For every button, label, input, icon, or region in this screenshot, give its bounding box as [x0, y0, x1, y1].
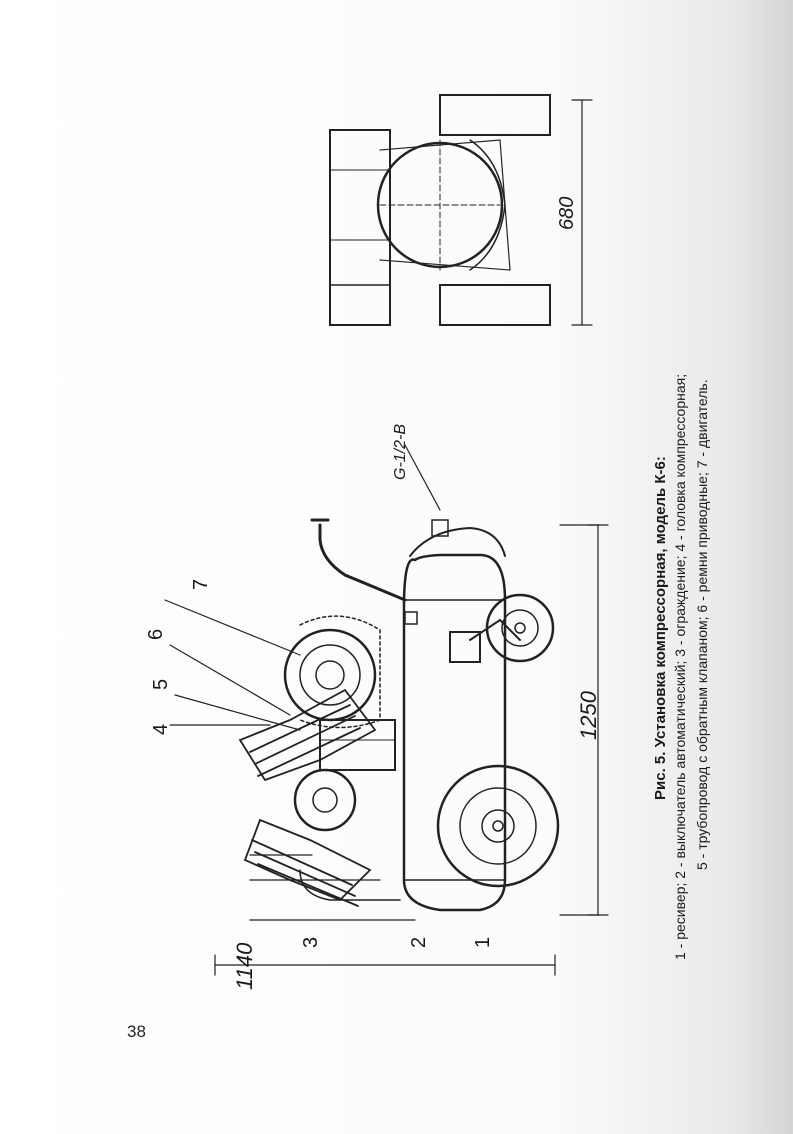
- callout-4: 4: [150, 723, 172, 735]
- auto-switch: [319, 719, 396, 771]
- dim-height-label: 1140: [232, 942, 257, 990]
- dim-length-label: 1250: [576, 691, 601, 740]
- large-wheel: [436, 764, 560, 888]
- figure-caption-title: Рис. 5. Установка компрессорная, модель …: [652, 456, 669, 800]
- callout-1: 1: [472, 936, 494, 948]
- side-view: [164, 444, 609, 976]
- page-number: 38: [127, 1022, 146, 1041]
- callout-5: 5: [150, 678, 172, 690]
- callout-3: 3: [300, 936, 322, 948]
- motor: [283, 628, 377, 722]
- callout-2: 2: [408, 936, 430, 948]
- callout-6: 6: [145, 628, 167, 640]
- dim-width-label: 680: [556, 196, 578, 230]
- pipe: [318, 523, 407, 602]
- compressor-head: [238, 688, 377, 907]
- receiver-tank: [402, 553, 507, 912]
- guard: [299, 869, 401, 901]
- dim-lines: [164, 524, 609, 976]
- small-wheel: [485, 593, 555, 663]
- figure-caption-line2: 5 - трубопровод с обратным клапаном; 6 -…: [694, 379, 710, 870]
- end-view: [329, 94, 593, 326]
- callout-7: 7: [190, 578, 212, 590]
- thread-label: G-1/2-B: [392, 423, 409, 480]
- figure-caption-line1: 1 - ресивер; 2 - выключатель автоматичес…: [672, 373, 688, 960]
